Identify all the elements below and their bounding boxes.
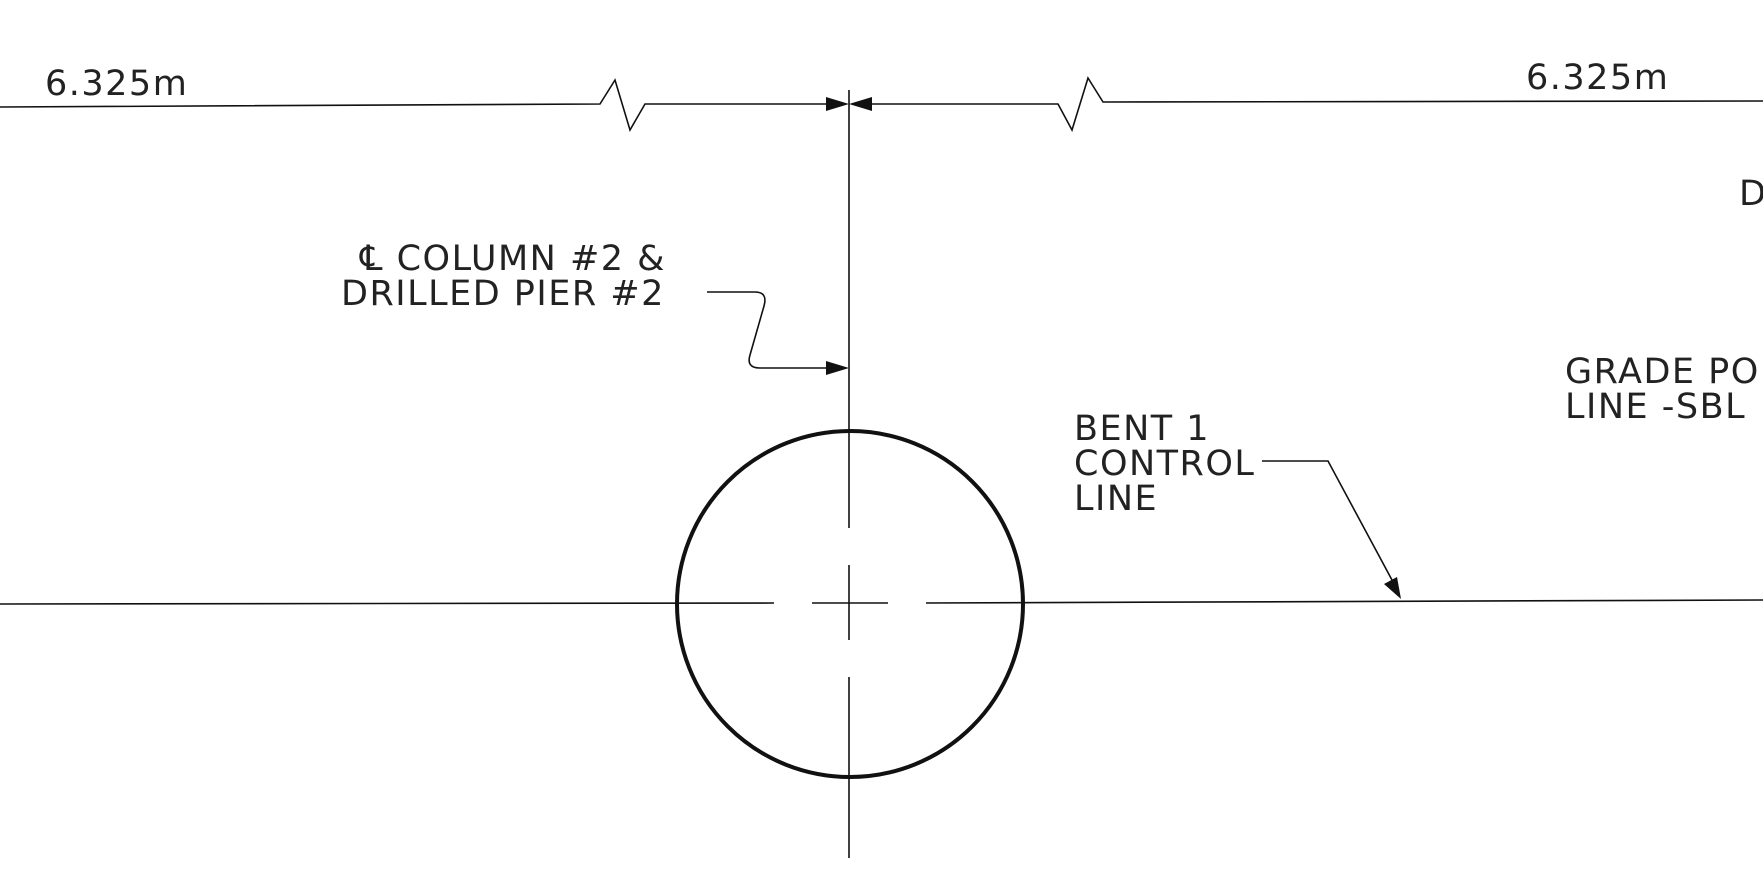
bent-control-line-right bbox=[925, 599, 1763, 604]
grade-callout-line2: LINE -SBL bbox=[1565, 387, 1746, 427]
drilled-pier-circle bbox=[675, 429, 1025, 779]
edge-partial-text: D bbox=[1739, 174, 1763, 214]
dimension-label-left: 6.325m bbox=[45, 64, 188, 104]
bent-callout-line2: CONTROL bbox=[1074, 444, 1255, 484]
column-callout-leader bbox=[707, 291, 830, 369]
column-callout-arrowhead bbox=[826, 361, 849, 375]
column-callout-line2: DRILLED PIER #2 bbox=[341, 274, 665, 314]
bent-callout-arrowhead bbox=[1384, 577, 1401, 599]
dimension-label-right: 6.325m bbox=[1526, 58, 1669, 98]
dimension-arrowhead-right bbox=[849, 97, 872, 111]
bent-callout-line3: LINE bbox=[1074, 479, 1158, 519]
dimension-line-left bbox=[0, 78, 828, 133]
dimension-line-right bbox=[870, 76, 1763, 133]
bent-callout-leader bbox=[1262, 460, 1393, 581]
column-callout-line1: ℄ COLUMN #2 & bbox=[359, 239, 666, 279]
dimension-arrowhead-left bbox=[826, 97, 849, 111]
bent-control-line-left bbox=[0, 602, 775, 605]
grade-callout-line1: GRADE POI bbox=[1565, 352, 1763, 392]
bent-callout-line1: BENT 1 bbox=[1074, 409, 1210, 449]
